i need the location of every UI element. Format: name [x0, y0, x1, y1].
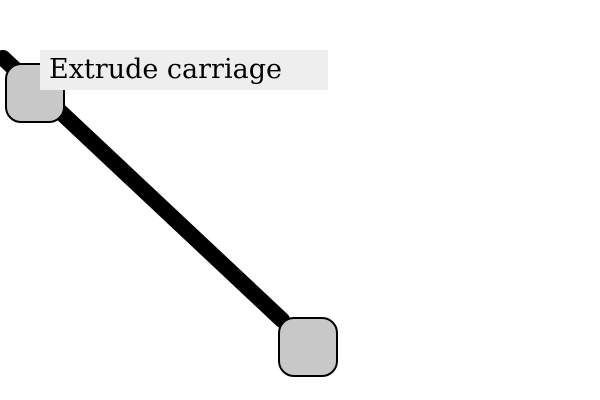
carriage-label-text: Extrude carriage	[49, 54, 282, 85]
carriage-label[interactable]: Extrude carriage	[40, 50, 328, 90]
end-node[interactable]	[278, 317, 338, 377]
